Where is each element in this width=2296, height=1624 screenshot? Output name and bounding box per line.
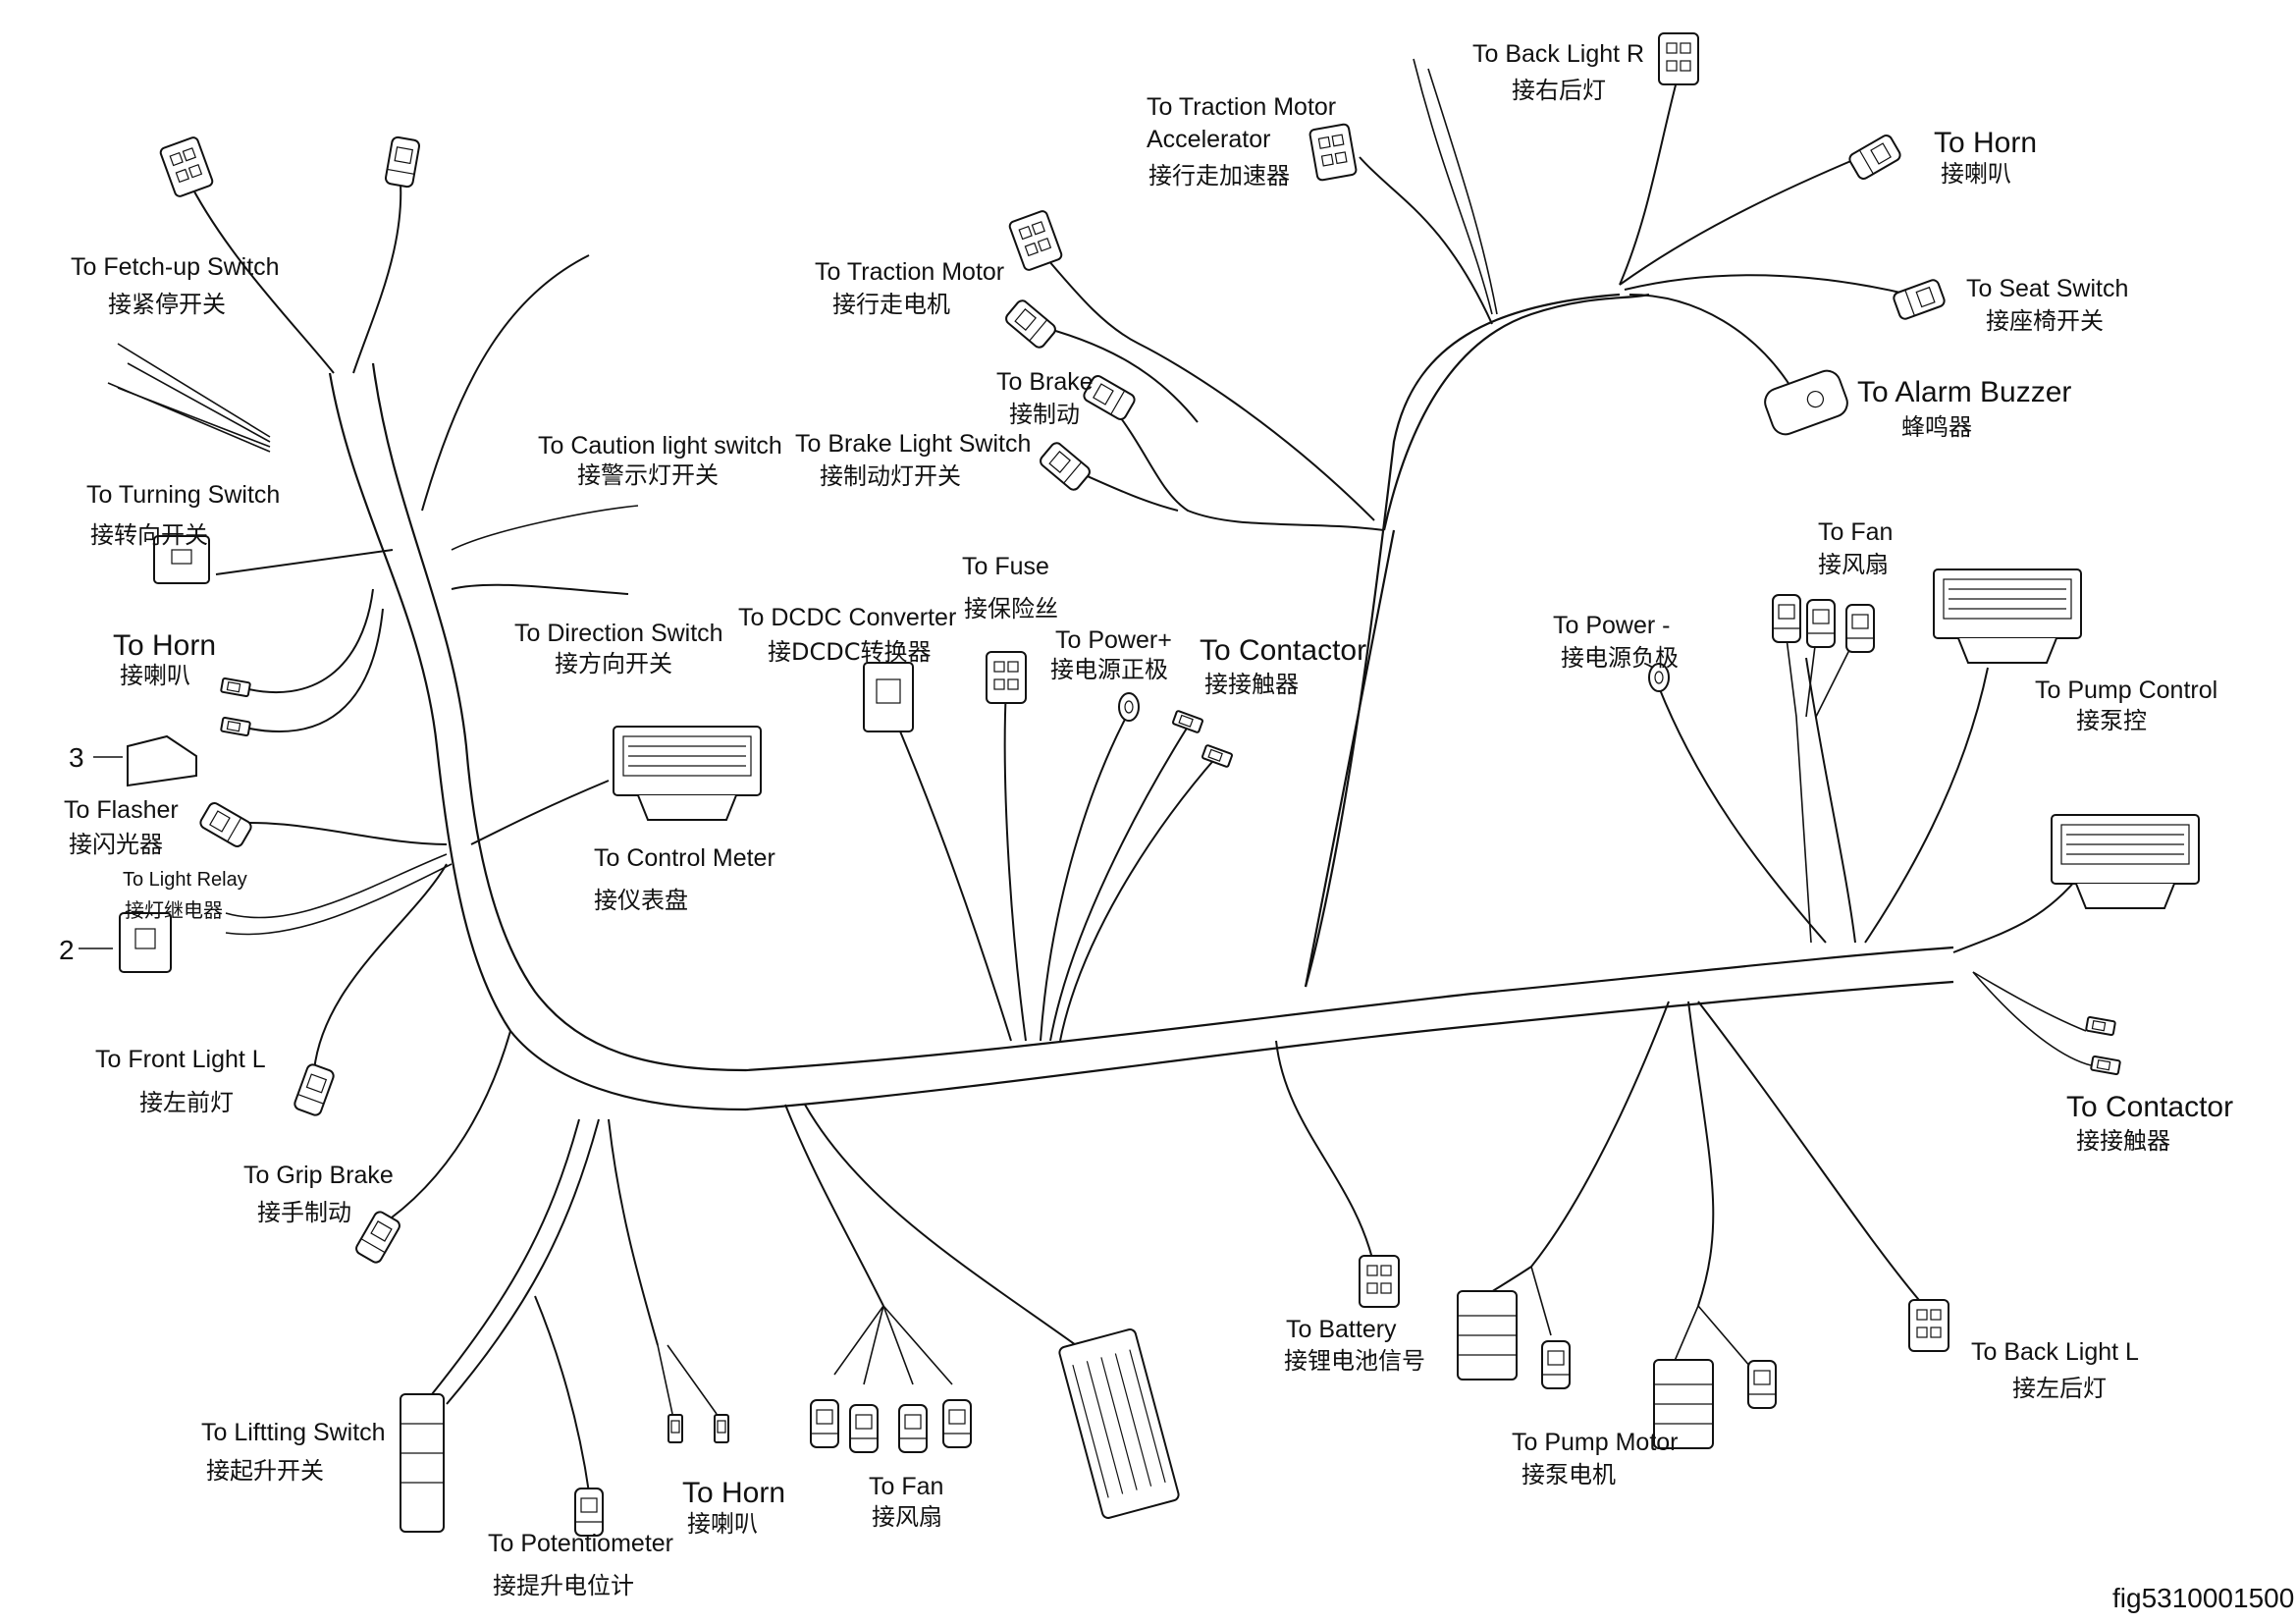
bottom-right-connectors [1457, 1290, 1949, 1449]
power-plus-zh: 接电源正极 [1050, 656, 1168, 683]
traction-accel-en-1: To Traction Motor [1147, 93, 1336, 121]
pump-control-zh: 接泵控 [2076, 707, 2147, 734]
top-right-connectors [1308, 32, 2200, 1076]
fan-bottom-zh: 接风扇 [872, 1503, 942, 1531]
alarm-buzzer-en: To Alarm Buzzer [1857, 376, 2071, 408]
direction-switch-zh: 接方向开关 [555, 650, 672, 677]
turning-switch-en: To Turning Switch [86, 481, 280, 509]
fetch-up-switch-en: To Fetch-up Switch [71, 253, 280, 281]
potentiometer-en: To Potentiometer [488, 1530, 673, 1557]
bottom-left-connectors [400, 1255, 1400, 1537]
front-light-l-en: To Front Light L [95, 1046, 266, 1073]
dcdc-en: To DCDC Converter [738, 604, 956, 631]
control-meter-zh: 接仪表盘 [594, 887, 688, 914]
bottom-left-branches [431, 1040, 1375, 1493]
figure-id: fig5310001500 [2112, 1583, 2294, 1613]
horn-bottom-zh: 接喇叭 [687, 1510, 758, 1538]
dcdc-zh: 接DCDC转换器 [768, 638, 931, 666]
brake-light-switch-en: To Brake Light Switch [795, 430, 1031, 458]
back-light-l-zh: 接左后灯 [2012, 1375, 2107, 1402]
brake-light-switch-zh: 接制动灯开关 [820, 462, 961, 490]
horn-left-zh: 接喇叭 [120, 662, 190, 689]
contactor-right-zh: 接接触器 [2076, 1127, 2170, 1155]
caution-light-zh: 接警示灯开关 [577, 461, 719, 489]
power-plus-en: To Power+ [1055, 626, 1172, 654]
fuse-en: To Fuse [962, 553, 1049, 580]
horn-right-en: To Horn [1934, 127, 2037, 159]
traction-accel-zh: 接行走加速器 [1148, 162, 1290, 189]
pump-control-en: To Pump Control [2035, 677, 2217, 704]
fuse-zh: 接保险丝 [964, 595, 1058, 623]
turning-switch-zh: 接转向开关 [90, 521, 208, 549]
bottom-right-branches [1471, 1001, 1925, 1376]
fan-right-zh: 接风扇 [1818, 551, 1889, 578]
caution-light-en: To Caution light switch [538, 432, 782, 460]
labels: To Fetch-up Switch 接紧停开关 To Turning Swit… [59, 40, 2294, 1613]
back-light-r-zh: 接右后灯 [1512, 77, 1606, 104]
seat-switch-en: To Seat Switch [1966, 275, 2128, 302]
contactor-top-en: To Contactor [1200, 634, 1366, 667]
brake-en: To Brake [996, 368, 1094, 396]
battery-en: To Battery [1286, 1316, 1397, 1343]
potentiometer-zh: 接提升电位计 [493, 1572, 634, 1599]
lifting-switch-zh: 接起升开关 [206, 1457, 324, 1485]
middle-branches [897, 244, 1385, 1042]
callout-3: 3 [69, 742, 84, 773]
pump-motor-zh: 接泵电机 [1522, 1461, 1616, 1489]
top-right-branches [1359, 58, 2092, 1066]
back-light-l-en: To Back Light L [1971, 1338, 2139, 1366]
left-connectors [119, 135, 421, 1266]
flasher-zh: 接闪光器 [69, 831, 163, 858]
traction-motor-en: To Traction Motor [815, 258, 1004, 286]
pump-motor-en: To Pump Motor [1512, 1429, 1679, 1456]
fan-right-en: To Fan [1818, 518, 1893, 546]
power-minus-zh: 接电源负极 [1561, 644, 1679, 672]
grip-brake-zh: 接手制动 [257, 1199, 351, 1226]
control-meter-en: To Control Meter [594, 844, 775, 872]
contactor-top-zh: 接接触器 [1204, 671, 1299, 698]
fetch-up-switch-zh: 接紧停开关 [108, 291, 226, 318]
light-relay-en: To Light Relay [123, 869, 247, 891]
traction-motor-zh: 接行走电机 [832, 291, 950, 318]
horn-left-en: To Horn [113, 629, 216, 662]
power-minus-en: To Power - [1553, 612, 1670, 639]
front-light-l-zh: 接左前灯 [139, 1089, 234, 1116]
grip-brake-en: To Grip Brake [243, 1162, 394, 1189]
flasher-en: To Flasher [64, 796, 179, 824]
battery-zh: 接锂电池信号 [1284, 1347, 1425, 1375]
harness-trunks [328, 293, 1954, 1111]
callout-2: 2 [59, 935, 75, 965]
back-light-r-en: To Back Light R [1472, 40, 1644, 68]
horn-right-zh: 接喇叭 [1941, 160, 2011, 188]
seat-switch-zh: 接座椅开关 [1986, 307, 2104, 335]
brake-zh: 接制动 [1009, 401, 1080, 428]
alarm-buzzer-zh: 蜂鸣器 [1901, 413, 1972, 441]
horn-bottom-en: To Horn [682, 1477, 785, 1509]
light-relay-zh: 接灯继电器 [125, 898, 223, 922]
direction-switch-en: To Direction Switch [514, 620, 723, 647]
lifting-switch-en: To Liftting Switch [201, 1419, 386, 1446]
contactor-right-en: To Contactor [2066, 1091, 2233, 1123]
traction-accel-en-2: Accelerator [1147, 126, 1270, 153]
left-branches [107, 156, 639, 1228]
fan-bottom-en: To Fan [869, 1473, 943, 1500]
middle-connectors [613, 208, 1234, 821]
